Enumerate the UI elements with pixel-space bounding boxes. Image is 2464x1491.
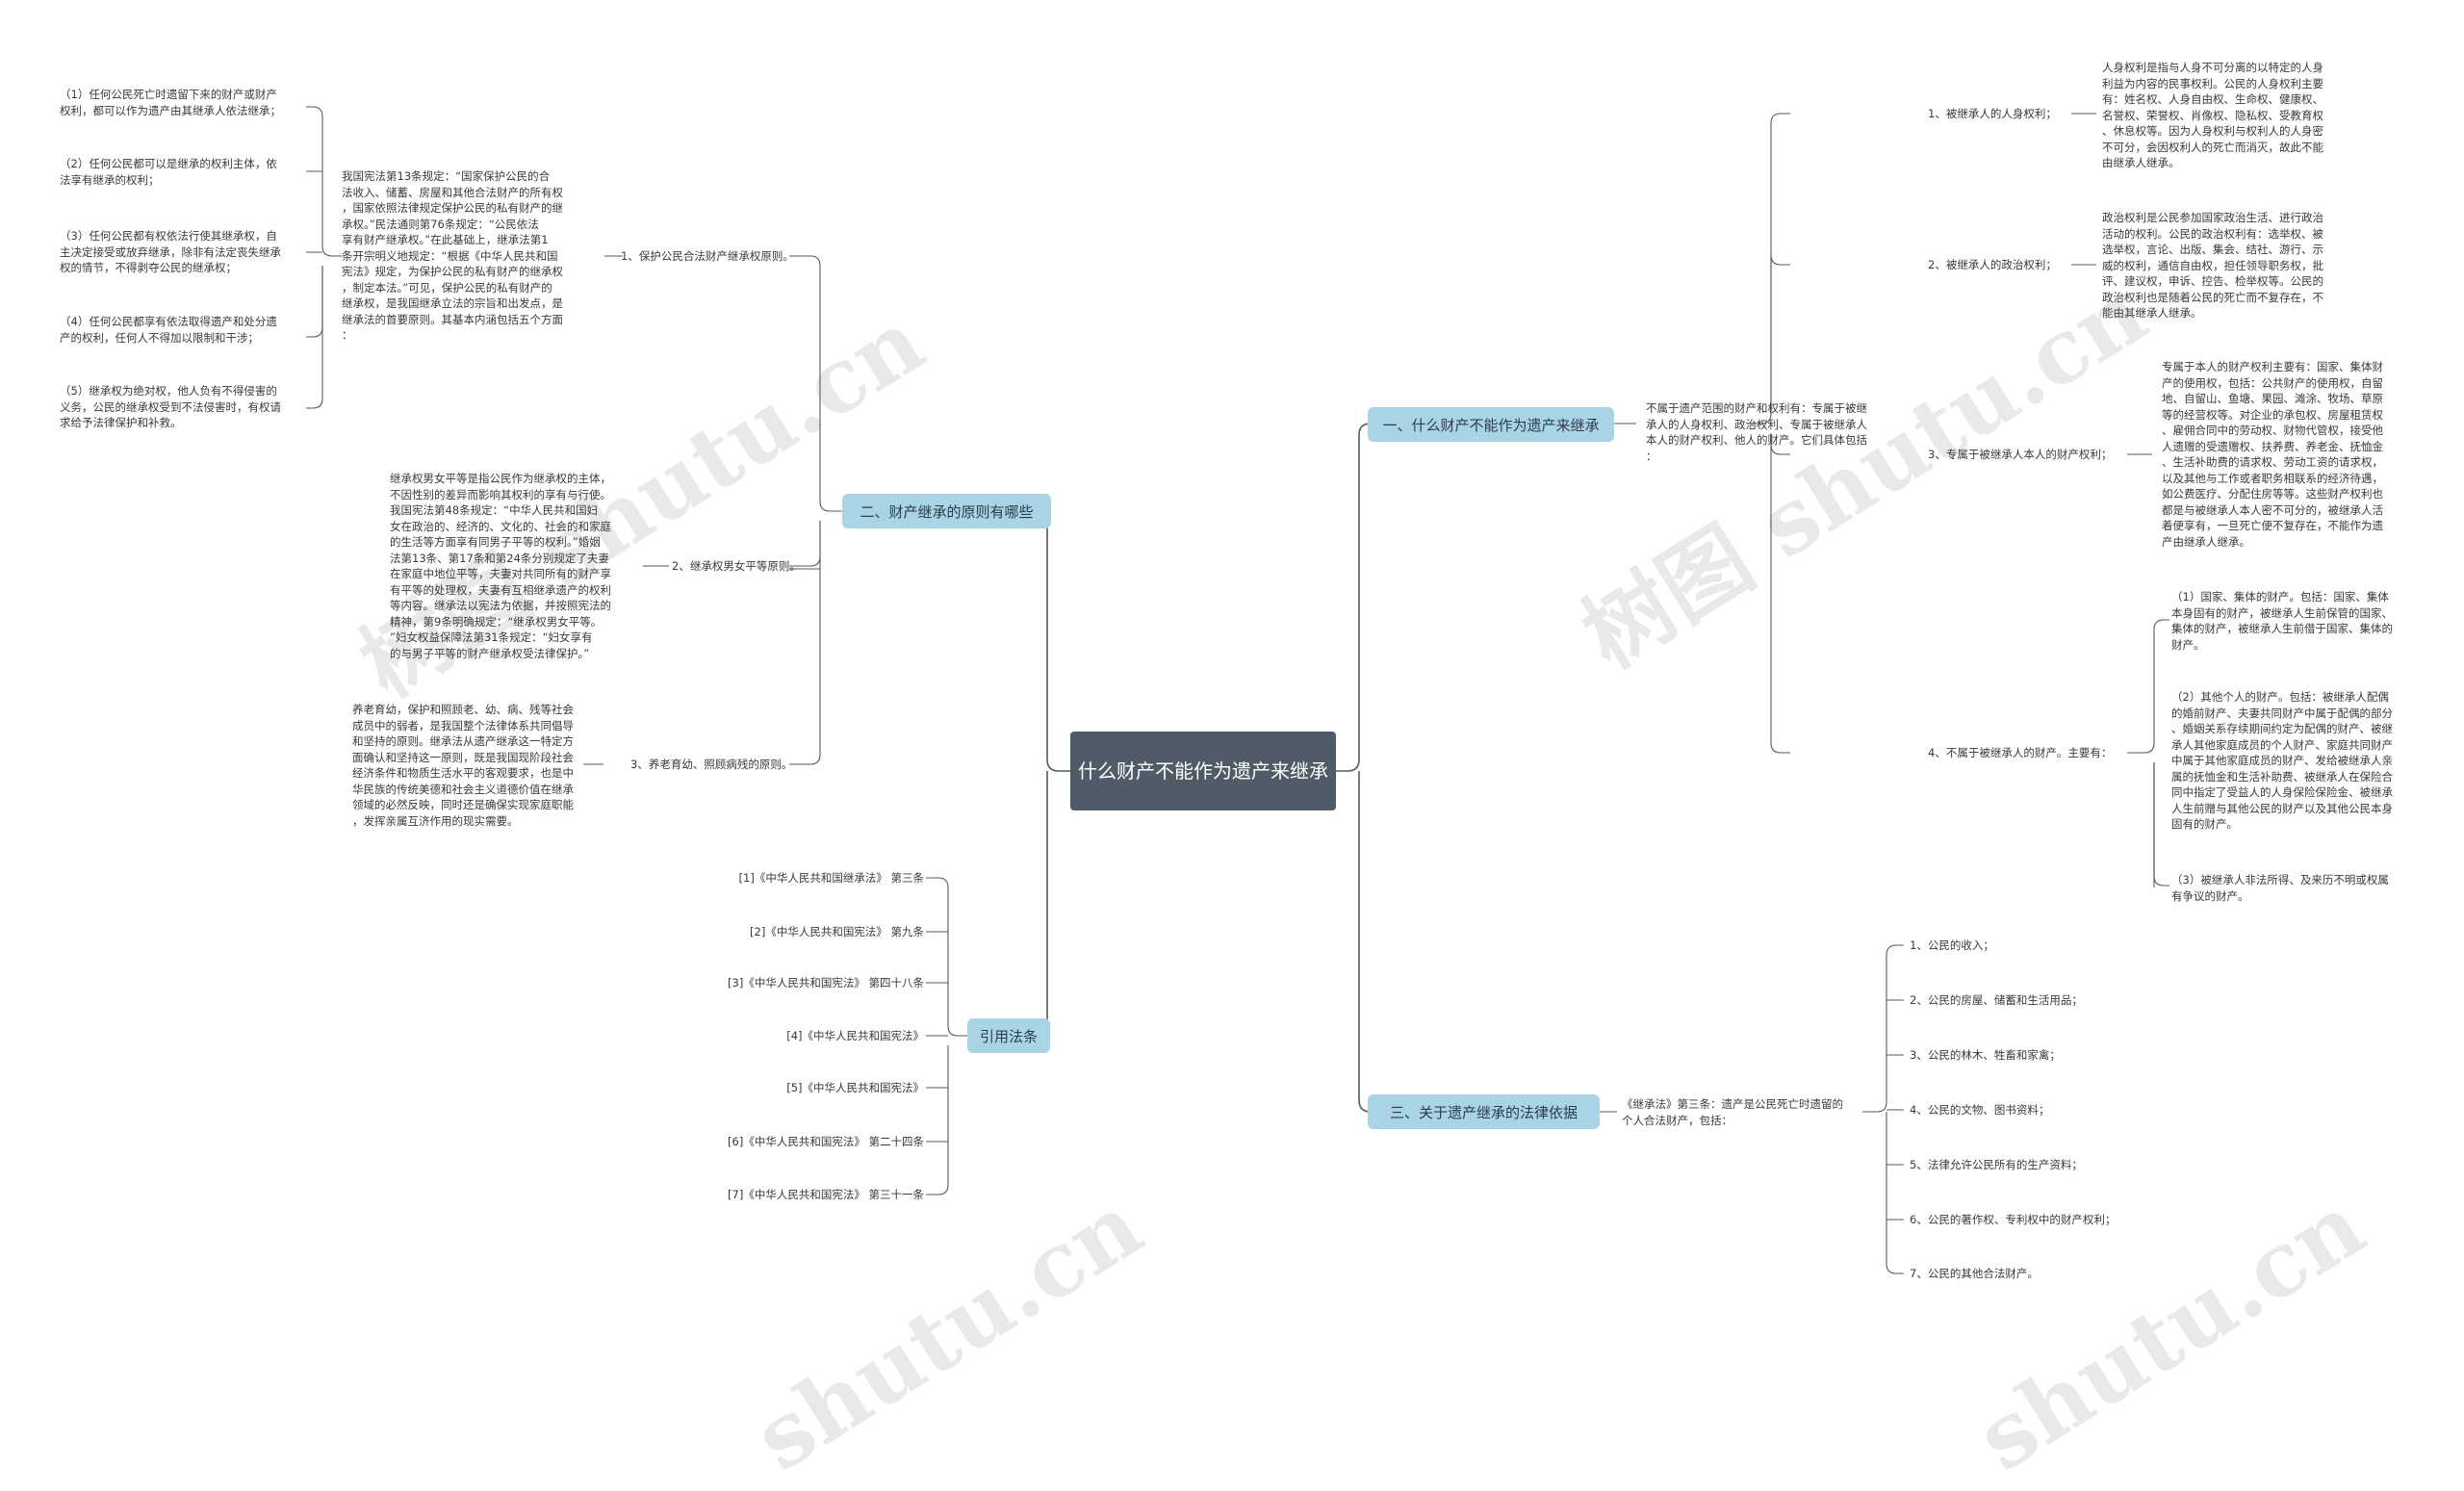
law-item-2[interactable]: [2]《中华人民共和国宪法》 第九条 <box>750 925 924 938</box>
b1-intro: 不属于遗产范围的财产和权利有：专属于被继 承人的人身权利、政治权利、专属于被继承… <box>1646 401 1867 463</box>
law-item-1[interactable]: [1]《中华人民共和国继承法》 第三条 <box>738 871 924 885</box>
b1-item-4-sub-2: （2）其他个人的财产。包括：被继承人配偶 的婚前财产、夫妻共同财产中属于配偶的部… <box>2171 690 2393 831</box>
b3-item-4: 4、公民的文物、图书资料； <box>1910 1103 2050 1117</box>
law-item-5[interactable]: [5]《中华人民共和国宪法》 <box>786 1081 924 1094</box>
b3-item-2: 2、公民的房屋、储蓄和生活用品； <box>1910 993 2083 1007</box>
b2-item-2[interactable]: 2、继承权男女平等原则。 <box>672 559 801 573</box>
b2-item-3-detail: 养老育幼，保护和照顾老、幼、病、残等社会 成员中的弱者，是我国整个法律体系共同倡… <box>352 703 574 828</box>
b3-intro: 《继承法》第三条：遗产是公民死亡时遗留的 个人合法财产，包括： <box>1622 1097 1843 1127</box>
root-node[interactable]: 什么财产不能作为遗产来继承 <box>1070 732 1336 810</box>
branch-b3[interactable]: 三、关于遗产继承的法律依据 <box>1368 1094 1600 1129</box>
b3-item-6: 6、公民的著作权、专利权中的财产权利； <box>1910 1213 2117 1226</box>
b1-item-3-detail: 专属于本人的财产权利主要有：国家、集体财 产的使用权，包括：公共财产的使用权，自… <box>2162 360 2383 549</box>
branch-b1[interactable]: 一、什么财产不能作为遗产来继承 <box>1368 407 1614 442</box>
b3-item-3: 3、公民的林木、牲畜和家禽； <box>1910 1048 2061 1062</box>
b2-item-1[interactable]: 1、保护公民合法财产继承权原则。 <box>621 249 794 263</box>
b3-item-5: 5、法律允许公民所有的生产资料； <box>1910 1158 2083 1171</box>
b2-item-1-sub-1: （1）任何公民死亡时遗留下来的财产或财产 权利，都可以作为遗产由其继承人依法继承… <box>60 88 281 117</box>
b2-item-1-sub-2: （2）任何公民都可以是继承的权利主体，依 法享有继承的权利； <box>60 157 277 187</box>
branch-b4[interactable]: 引用法条 <box>967 1018 1050 1053</box>
b1-item-4[interactable]: 4、不属于被继承人的财产。主要有： <box>1928 746 2113 759</box>
b1-item-1-detail: 人身权利是指与人身不可分离的以特定的人身 利益为内容的民事权利。公民的人身权利主… <box>2102 61 2323 169</box>
b2-item-1-detail: 我国宪法第13条规定：“国家保护公民的合 法收入、储蓄、房屋和其他合法财产的所有… <box>342 169 563 342</box>
law-item-3[interactable]: [3]《中华人民共和国宪法》 第四十八条 <box>728 976 924 990</box>
b1-item-2[interactable]: 2、被继承人的政治权利； <box>1928 258 2057 271</box>
b2-item-1-sub-4: （4）任何公民都享有依法取得遗产和处分遗 产的权利，任何人不得加以限制和干涉； <box>60 315 277 345</box>
law-item-4[interactable]: [4]《中华人民共和国宪法》 <box>786 1029 924 1042</box>
b2-item-3[interactable]: 3、养老育幼、照顾病残的原则。 <box>630 758 793 771</box>
b1-item-3[interactable]: 3、专属于被继承人本人的财产权利； <box>1928 448 2113 461</box>
b2-item-1-sub-5: （5）继承权为绝对权，他人负有不得侵害的 义务，公民的继承权受到不法侵害时，有权… <box>60 384 281 429</box>
b3-item-1: 1、公民的收入； <box>1910 938 1994 952</box>
b1-item-4-sub-1: （1）国家、集体的财产。包括：国家、集体 本身固有的财产，被继承人生前保管的国家… <box>2171 590 2393 652</box>
b1-item-4-sub-3: （3）被继承人非法所得、及来历不明或权属 有争议的财产。 <box>2171 873 2389 903</box>
b1-item-2-detail: 政治权利是公民参加国家政治生活、进行政治 活动的权利。公民的政治权利有：选举权、… <box>2102 211 2323 320</box>
connector-lines <box>306 106 2169 1274</box>
b1-item-1[interactable]: 1、被继承人的人身权利； <box>1928 107 2057 120</box>
b3-item-7: 7、公民的其他合法财产。 <box>1910 1267 2039 1280</box>
law-item-7[interactable]: [7]《中华人民共和国宪法》 第三十一条 <box>728 1188 924 1201</box>
b2-item-2-detail: 继承权男女平等是指公民作为继承权的主体， 不因性别的差异而影响其权利的享有与行使… <box>390 472 611 660</box>
branch-b2[interactable]: 二、财产继承的原则有哪些 <box>842 494 1051 528</box>
b2-item-1-sub-3: （3）任何公民都有权依法行使其继承权，自 主决定接受或放弃继承，除非有法定丧失继… <box>60 229 281 274</box>
law-item-6[interactable]: [6]《中华人民共和国宪法》 第二十四条 <box>728 1135 924 1148</box>
